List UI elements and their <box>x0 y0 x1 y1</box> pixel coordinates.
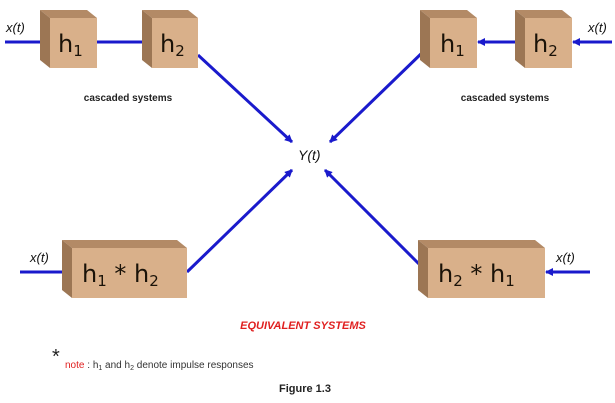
arrow-right-bottom-to-output <box>323 168 422 267</box>
note-text: note : h1 and h2 denote impulse response… <box>65 360 254 372</box>
arrow-left-bottom-to-output <box>185 168 294 274</box>
arrow-right-top-to-output <box>328 48 427 144</box>
svg-text:h1: h1 <box>440 30 465 60</box>
input-label-right-top: x(t) <box>587 20 607 35</box>
input-label-right-bottom: x(t) <box>555 250 575 265</box>
output-label: Y(t) <box>298 147 321 163</box>
svg-text:h1: h1 <box>58 30 83 60</box>
svg-text:h2: h2 <box>160 30 185 60</box>
svg-text:h1 * h2: h1 * h2 <box>82 260 159 290</box>
cascaded-label-right: cascaded systems <box>461 93 550 104</box>
cascaded-label-left: cascaded systems <box>84 93 173 104</box>
figure-caption: Figure 1.3 <box>279 383 331 395</box>
equivalent-systems-label: EQUIVALENT SYSTEMS <box>240 320 366 332</box>
input-label-left-bottom: x(t) <box>29 250 49 265</box>
box-left-combined: h1 * h2 <box>62 240 187 298</box>
arrow-left-top-to-output <box>196 53 294 144</box>
input-label-left-top: x(t) <box>5 20 25 35</box>
box-right-h2: h2 <box>515 10 572 68</box>
box-left-h1: h1 <box>40 10 97 68</box>
box-right-h1: h1 <box>420 10 477 68</box>
svg-text:h2: h2 <box>533 30 558 60</box>
box-right-combined: h2 * h1 <box>418 240 545 298</box>
arrows <box>5 38 612 276</box>
svg-text:h2 * h1: h2 * h1 <box>438 260 515 290</box>
note-asterisk: * <box>52 346 60 368</box>
box-left-h2: h2 <box>142 10 198 68</box>
